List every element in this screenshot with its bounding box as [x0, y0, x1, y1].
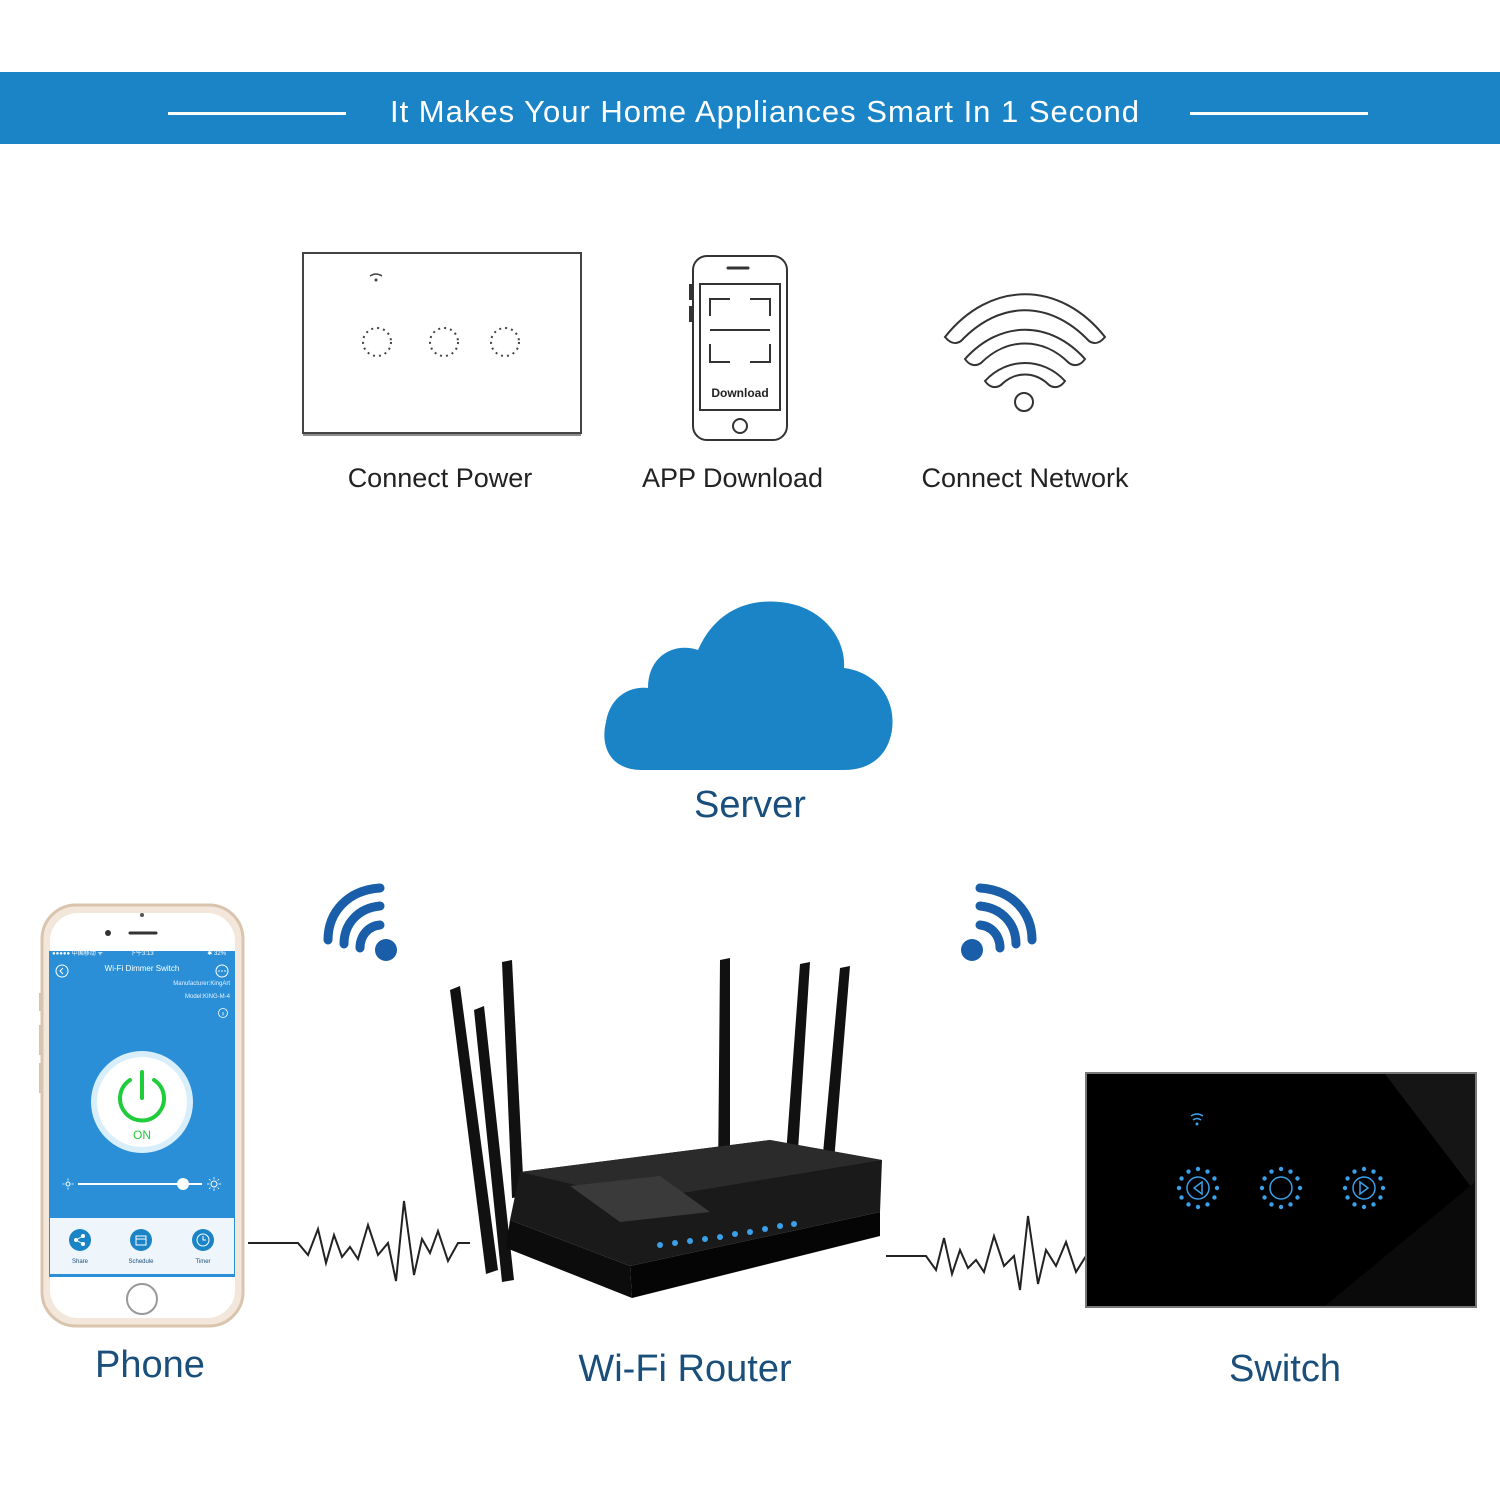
signal-left-icon [323, 883, 397, 961]
wifi-icon [943, 293, 1107, 412]
router-leds [657, 1221, 797, 1248]
more-icon[interactable] [215, 964, 229, 978]
switch-ring-dot [1179, 1176, 1184, 1181]
switch-ring-dot [1212, 1195, 1217, 1200]
switch-ring-dot [1186, 1169, 1191, 1174]
step-label-app-download: APP Download [641, 463, 824, 493]
switch-ring-dot [1352, 1169, 1357, 1174]
switch-ring-dot [1378, 1176, 1383, 1181]
header-banner [0, 72, 1500, 144]
phone-label: Phone [95, 1344, 205, 1386]
switch-ring-dot [1345, 1176, 1350, 1181]
schedule-label: Schedule [128, 1259, 154, 1265]
signal-right-icon [961, 883, 1037, 961]
share-icon[interactable] [68, 1228, 92, 1252]
status-time: 下午3:13 [130, 951, 154, 957]
switch-ring-dot [1295, 1176, 1300, 1181]
switch-ring-dot [1262, 1176, 1267, 1181]
status-carrier: ●●●●● 中国移动 ᯤ [52, 951, 103, 957]
switch-ring-dot [1186, 1202, 1191, 1207]
switch-ring-dot [1205, 1169, 1210, 1174]
app-title: Wi-Fi Dimmer Switch [104, 964, 180, 973]
power-button[interactable] [90, 1050, 194, 1154]
switch-ring-dot [1380, 1185, 1386, 1191]
app-model: Model:KING-M-4 [184, 994, 230, 1000]
switch-ring-dot [1297, 1185, 1303, 1191]
app-status-bar: ●●●●● 中国移动 ᯤ 下午3:13 ✱ 32% [52, 949, 232, 959]
switch-ring-dot [1269, 1202, 1274, 1207]
timer-label: Timer [195, 1259, 211, 1265]
share-label: Share [71, 1259, 88, 1265]
signal-wave-left [248, 1200, 470, 1282]
switch-ring-dot [1269, 1169, 1274, 1174]
router-device [450, 958, 882, 1298]
banner-title: It Makes Your Home Appliances Smart In 1… [389, 94, 1141, 129]
smartphone-icon [689, 255, 788, 441]
switch-ring-dot [1205, 1202, 1210, 1207]
switch-ring-dot [1371, 1202, 1376, 1207]
switch-ring-dot [1179, 1195, 1184, 1200]
schedule-icon[interactable] [129, 1228, 153, 1252]
switch-ring-dot [1288, 1202, 1293, 1207]
switch-ring-dot [1278, 1204, 1284, 1210]
info-icon[interactable] [218, 1008, 228, 1018]
switch-ring-dot [1278, 1166, 1284, 1172]
router-label: Wi-Fi Router [578, 1348, 792, 1390]
brightness-slider-knob[interactable] [177, 1178, 190, 1190]
switch-ring-dot [1176, 1185, 1182, 1191]
server-label: Server [694, 784, 806, 826]
step-label-connect-network: Connect Network [921, 463, 1129, 493]
switch-label: Switch [1229, 1348, 1341, 1390]
power-state-label: ON [133, 1128, 151, 1142]
switch-ring-dot [1212, 1176, 1217, 1181]
back-icon[interactable] [55, 964, 69, 978]
banner-divider-right [1190, 112, 1368, 115]
switch-ring-dot [1371, 1169, 1376, 1174]
switch-ring-dot [1214, 1185, 1220, 1191]
switch-ring-dot [1295, 1195, 1300, 1200]
switch-ring-dot [1378, 1195, 1383, 1200]
app-download-screen-text: Download [711, 386, 769, 400]
status-battery: ✱ 32% [207, 951, 226, 957]
switch-ring-dot [1361, 1204, 1367, 1210]
app-manufacturer: Manufacturer:KingArt [173, 981, 230, 987]
brightness-low-icon [62, 1178, 74, 1190]
switch-ring-dot [1342, 1185, 1348, 1191]
switch-ring-dot [1361, 1166, 1367, 1172]
black-touch-switch [1085, 1072, 1477, 1308]
touch-switch-icon [302, 252, 582, 436]
switch-ring-dot [1262, 1195, 1267, 1200]
timer-icon[interactable] [191, 1228, 215, 1252]
step-label-connect-power: Connect Power [347, 463, 533, 493]
switch-ring-dot [1352, 1202, 1357, 1207]
switch-ring-dot [1345, 1195, 1350, 1200]
banner-divider-left [168, 112, 346, 115]
switch-ring-dot [1288, 1169, 1293, 1174]
cloud-icon [604, 601, 893, 770]
brightness-slider-track[interactable] [78, 1183, 202, 1185]
signal-wave-right [886, 1215, 1087, 1291]
switch-ring-dot [1195, 1166, 1201, 1172]
switch-ring-dot [1195, 1204, 1201, 1210]
switch-ring-dot [1259, 1185, 1265, 1191]
brightness-high-icon [207, 1177, 221, 1191]
